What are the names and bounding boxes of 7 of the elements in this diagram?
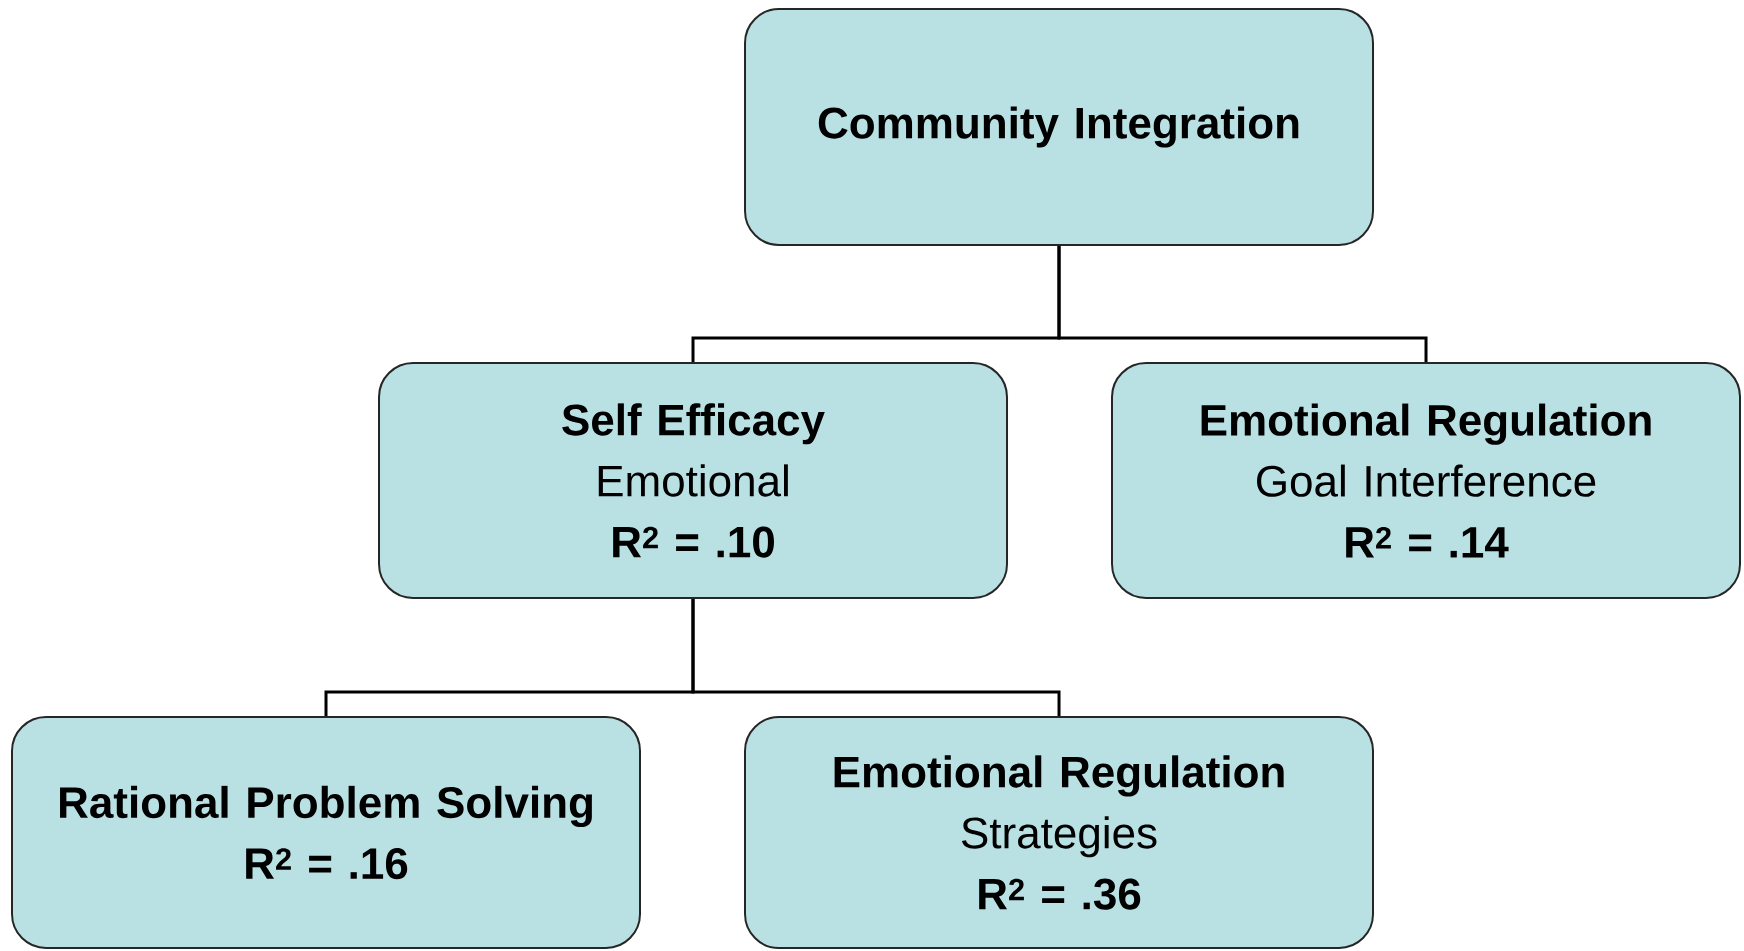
process-box: Emotional Regulation Goal Interference R$^{2}$ = .14 (1111, 362, 1741, 599)
process-box: Self Efficacy Emotional R$^{2}$ = .10 (378, 362, 1008, 599)
process-box: Rational Problem Solving R$^{2}$ = .16 (11, 716, 641, 949)
connector (691, 599, 1061, 716)
connector (1057, 246, 1428, 362)
process-box: Emotional Regulation Strategies R$^{2}$ = .36 (744, 716, 1374, 949)
process-box: Community Integration (744, 8, 1374, 246)
